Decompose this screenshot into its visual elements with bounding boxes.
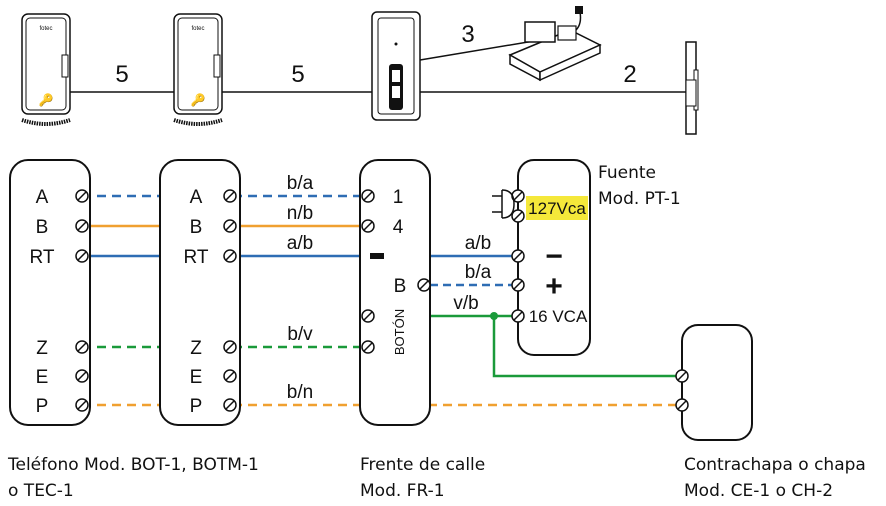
- wire-label-bv: b/v: [287, 324, 313, 345]
- frente-label-4: 4: [393, 217, 404, 238]
- wire-label-ab: a/b: [287, 233, 313, 254]
- link-count-1: 5: [115, 61, 128, 88]
- t2-label-p: P: [190, 396, 203, 417]
- frente-label-b: B: [394, 276, 407, 297]
- fuente-title-1: Fuente: [598, 163, 656, 183]
- street-front-illustration: [371, 11, 421, 121]
- link-count-2: 5: [291, 61, 304, 88]
- top-row: fotec 🔑 fotec 🔑: [21, 6, 699, 135]
- telefono2-screws: [223, 189, 237, 412]
- svg-text:fotec: fotec: [39, 26, 52, 32]
- link-count-4: 2: [623, 61, 636, 88]
- fuente-screws: [511, 189, 525, 323]
- fuente-labels: 127Vca − + 16 VCA Fuente Mod. PT-1: [526, 163, 681, 326]
- wire-label-ab-2: a/b: [465, 233, 491, 254]
- t1-label-rt: RT: [30, 247, 55, 268]
- minus-sign: −: [545, 240, 563, 273]
- output-voltage: 16 VCA: [529, 307, 588, 326]
- boton-label: BOTÓN: [392, 309, 407, 355]
- t1-label-a: A: [36, 187, 49, 208]
- wire-labels: b/a n/b a/b b/v b/n a/b b/a v/b: [287, 173, 492, 403]
- wire-label-bn: b/n: [287, 382, 313, 403]
- frente-labels: 1 4 B BOTÓN: [392, 187, 407, 355]
- telefono1-screws: [75, 189, 89, 412]
- t2-label-rt: RT: [184, 247, 209, 268]
- t2-label-b: B: [190, 217, 203, 238]
- wire-strike: [492, 316, 680, 378]
- fuente-title-2: Mod. PT-1: [598, 189, 681, 209]
- chapa-caption-2: Mod. CE-1 o CH-2: [684, 481, 833, 501]
- t2-label-a: A: [190, 187, 203, 208]
- t1-label-e: E: [36, 367, 49, 388]
- frente-screws: [361, 189, 431, 354]
- chapa-box: [681, 324, 753, 441]
- t2-label-z: Z: [190, 338, 202, 359]
- plus-sign: +: [545, 270, 563, 303]
- terminals: [75, 189, 689, 412]
- wire-label-vb: v/b: [453, 293, 478, 314]
- frente-caption-2: Mod. FR-1: [360, 481, 445, 501]
- voltage-highlight: [526, 196, 588, 220]
- telefono1-box: [9, 159, 91, 426]
- telefono2-box: [159, 159, 241, 426]
- telefono-caption-2: o TEC-1: [8, 481, 74, 501]
- input-voltage: 127Vca: [528, 199, 586, 218]
- telefono-caption-1: Teléfono Mod. BOT-1, BOTM-1: [7, 455, 259, 475]
- power-supply-illustration: [508, 6, 602, 82]
- wire-label-ba-2: b/a: [465, 262, 492, 283]
- t2-label-e: E: [190, 367, 203, 388]
- frente-caption-1: Frente de calle: [360, 455, 485, 475]
- phone-1-illustration: fotec 🔑: [21, 13, 71, 126]
- captions: Teléfono Mod. BOT-1, BOTM-1 o TEC-1 Fren…: [7, 455, 866, 501]
- wire-label-ba: b/a: [287, 173, 314, 194]
- telefono2-labels: A B RT Z E P: [184, 187, 209, 417]
- chapa-caption-1: Contrachapa o chapa: [684, 455, 866, 475]
- telefono1-labels: A B RT Z E P: [30, 187, 55, 417]
- phone-2-illustration: fotec 🔑: [173, 13, 223, 126]
- t1-label-b: B: [36, 217, 49, 238]
- t1-label-p: P: [36, 396, 49, 417]
- svg-text:🔑: 🔑: [191, 92, 206, 107]
- plug-icon: [492, 189, 515, 219]
- svg-text:fotec: fotec: [191, 26, 204, 32]
- wire-junction: [490, 312, 498, 320]
- strike-illustration: [685, 41, 699, 135]
- frente-label-1: 1: [393, 187, 404, 208]
- frente-box: [359, 159, 431, 426]
- t1-label-z: Z: [36, 338, 48, 359]
- wire-label-nb: n/b: [287, 203, 313, 224]
- frente-minus-bar: [370, 253, 384, 259]
- link-count-3: 3: [461, 21, 474, 48]
- chapa-screws: [675, 369, 689, 412]
- svg-text:🔑: 🔑: [39, 92, 54, 107]
